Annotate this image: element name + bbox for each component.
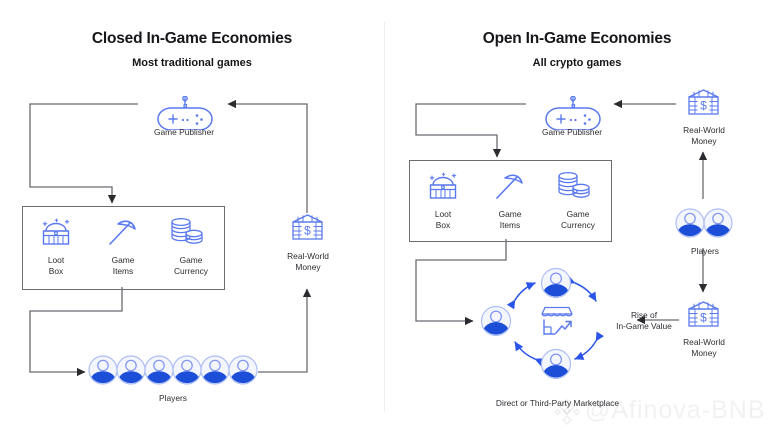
value-rise-label: Rise of In-Game Value (616, 310, 672, 331)
panel-title-closed: Closed In-Game Economies (91, 30, 293, 47)
money-bank-icon: $ (290, 213, 325, 250)
marketplace-avatar-top (540, 267, 572, 304)
players-label-left: Players (159, 393, 187, 403)
players-group-right (675, 207, 735, 246)
coins-icon (168, 216, 206, 253)
bnb-diamond-icon (552, 396, 582, 431)
game-items-label-right: Game Items (498, 209, 522, 230)
game-currency-label-right: Game Currency (561, 209, 595, 230)
loot-box-label-left: Loot Box (47, 255, 65, 276)
money-bank-icon: $ (686, 88, 721, 125)
money-bank-icon: $ (686, 300, 721, 337)
players-group-left (88, 354, 258, 393)
game-items-label-left: Game Items (111, 255, 135, 276)
marketplace-avatar-bottom (540, 348, 572, 385)
marketplace-chart-icon (540, 305, 576, 344)
connector-lines-right (415, 99, 708, 367)
panel-divider (384, 22, 385, 412)
assets-box-right (409, 160, 612, 242)
real-world-money-label-top: Real-World Money (683, 125, 725, 146)
pickaxe-icon (493, 170, 527, 207)
marketplace-avatar-left (480, 305, 512, 342)
svg-text:$: $ (304, 224, 311, 238)
panel-subtitle-open: All crypto games (532, 57, 622, 69)
assets-box-left (22, 206, 225, 290)
real-world-money-label-bottom: Real-World Money (683, 337, 725, 358)
connector-lines-left (29, 99, 312, 377)
panel-subtitle-closed: Most traditional games (132, 57, 252, 69)
panel-open-economies: Open In-Game Economies All crypto games (385, 0, 769, 433)
publisher-label-right: Game Publisher (541, 127, 603, 137)
panel-title-open: Open In-Game Economies (482, 30, 672, 47)
publisher-label-left: Game Publisher (153, 127, 215, 137)
marketplace-label: Direct or Third-Party Marketplace (495, 398, 620, 408)
real-world-money-label-left: Real-World Money (287, 251, 329, 272)
svg-text:$: $ (700, 311, 707, 325)
coins-icon (555, 170, 593, 207)
game-currency-label-left: Game Currency (174, 255, 208, 276)
loot-box-icon (425, 170, 461, 207)
pickaxe-icon (106, 216, 140, 253)
gamepad-icon (155, 95, 213, 135)
loot-box-label-right: Loot Box (434, 209, 452, 230)
players-label-right: Players (691, 246, 719, 256)
panel-closed-economies: Closed In-Game Economies Most traditiona… (0, 0, 384, 433)
loot-box-icon (38, 216, 74, 253)
watermark-text: @Afinova-BNB (585, 396, 766, 424)
gamepad-icon (543, 95, 601, 135)
svg-text:$: $ (700, 99, 707, 113)
